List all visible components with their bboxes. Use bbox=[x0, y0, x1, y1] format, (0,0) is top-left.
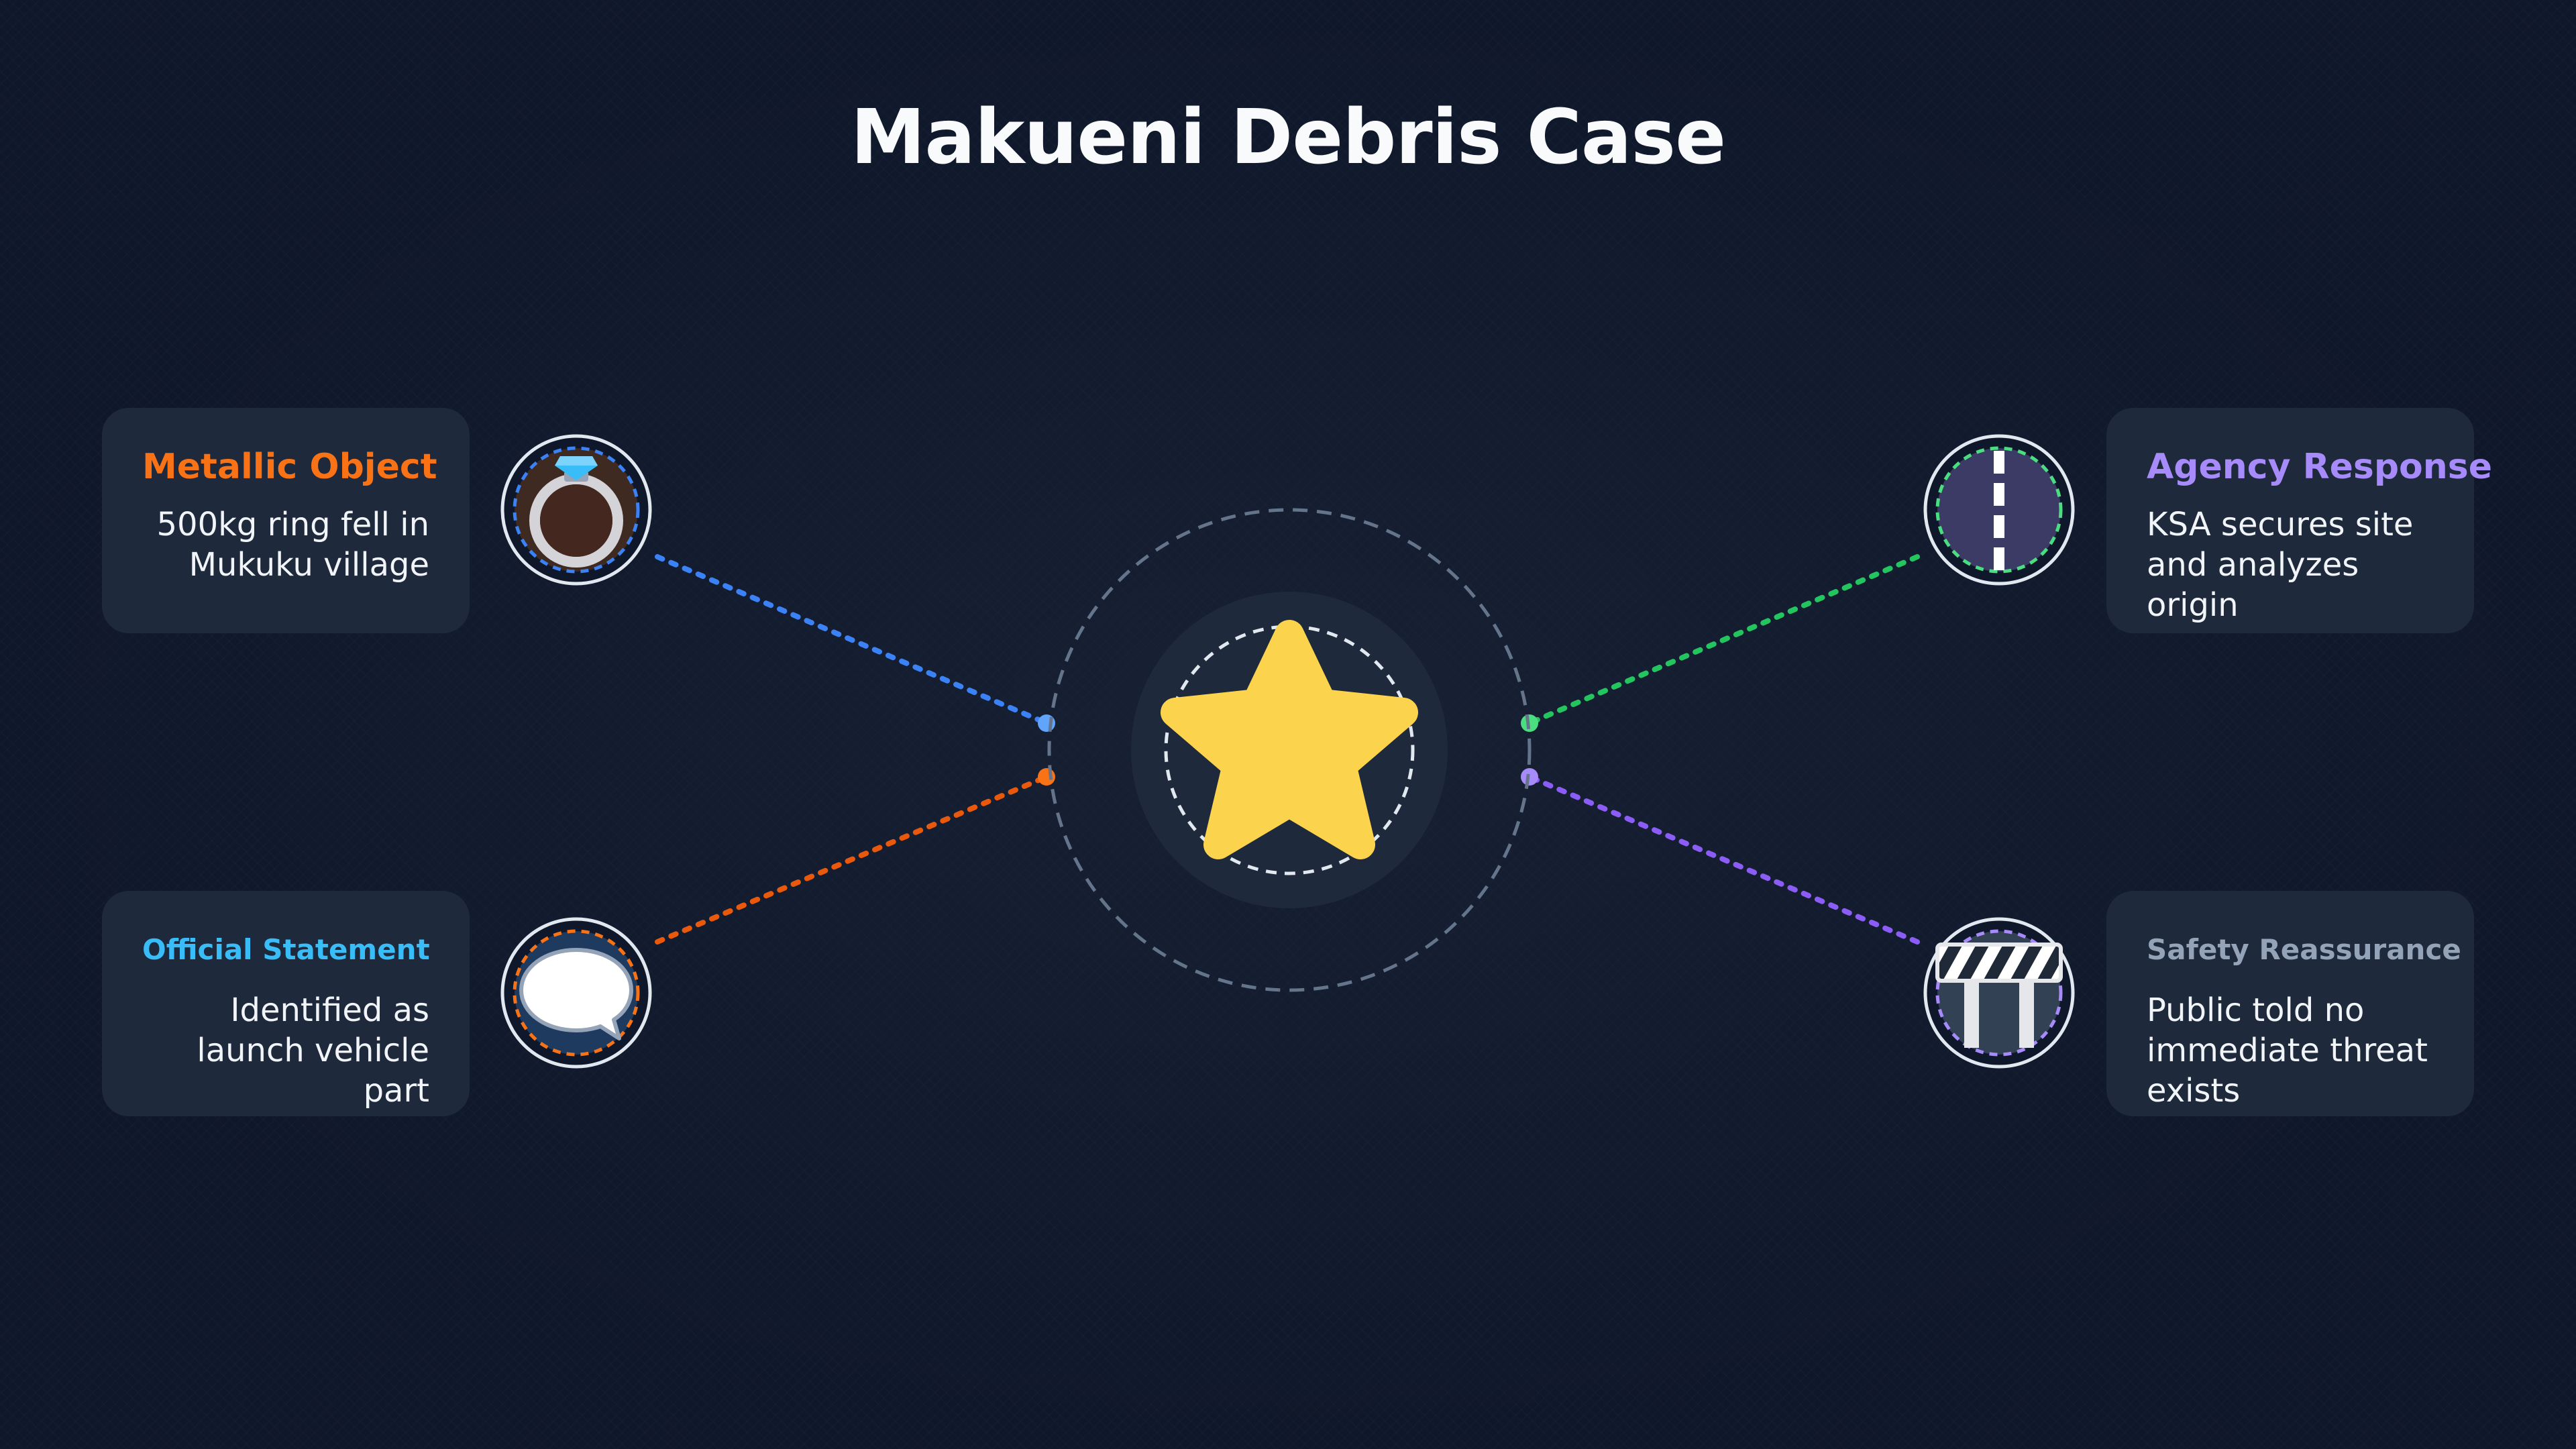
card-body: KSA secures site and analyzes origin bbox=[2147, 506, 2414, 624]
card-body: Public told no immediate threat exists bbox=[2147, 991, 2428, 1110]
connector-metallic bbox=[655, 554, 1049, 726]
card-body: Identified as launch vehicle part bbox=[197, 991, 429, 1110]
card-body: 500kg ring fell in Mukuku village bbox=[156, 506, 429, 584]
card-agency-response: Agency Response KSA secures site and ana… bbox=[2106, 408, 2493, 633]
ring-icon bbox=[500, 433, 653, 586]
speech-bubble-icon bbox=[500, 916, 653, 1069]
card-heading: Agency Response bbox=[2147, 447, 2493, 487]
page-title: Makueni Debris Case bbox=[850, 94, 1726, 181]
barrier-icon bbox=[1923, 916, 2076, 1069]
card-safety-reassurance: Safety Reassurance Public told no immedi… bbox=[2106, 891, 2474, 1116]
road-icon bbox=[1923, 433, 2076, 586]
star-icon bbox=[1161, 620, 1418, 859]
card-heading: Official Statement bbox=[142, 933, 430, 966]
connector-official bbox=[655, 774, 1049, 945]
connector-safety bbox=[1527, 774, 1920, 945]
connector-agency bbox=[1527, 554, 1920, 726]
card-metallic-object: Metallic Object 500kg ring fell in Mukuk… bbox=[102, 408, 470, 633]
card-heading: Metallic Object bbox=[142, 447, 437, 487]
central-hub bbox=[1046, 507, 1532, 993]
card-official-statement: Official Statement Identified as launch … bbox=[102, 891, 470, 1116]
card-heading: Safety Reassurance bbox=[2147, 933, 2461, 966]
